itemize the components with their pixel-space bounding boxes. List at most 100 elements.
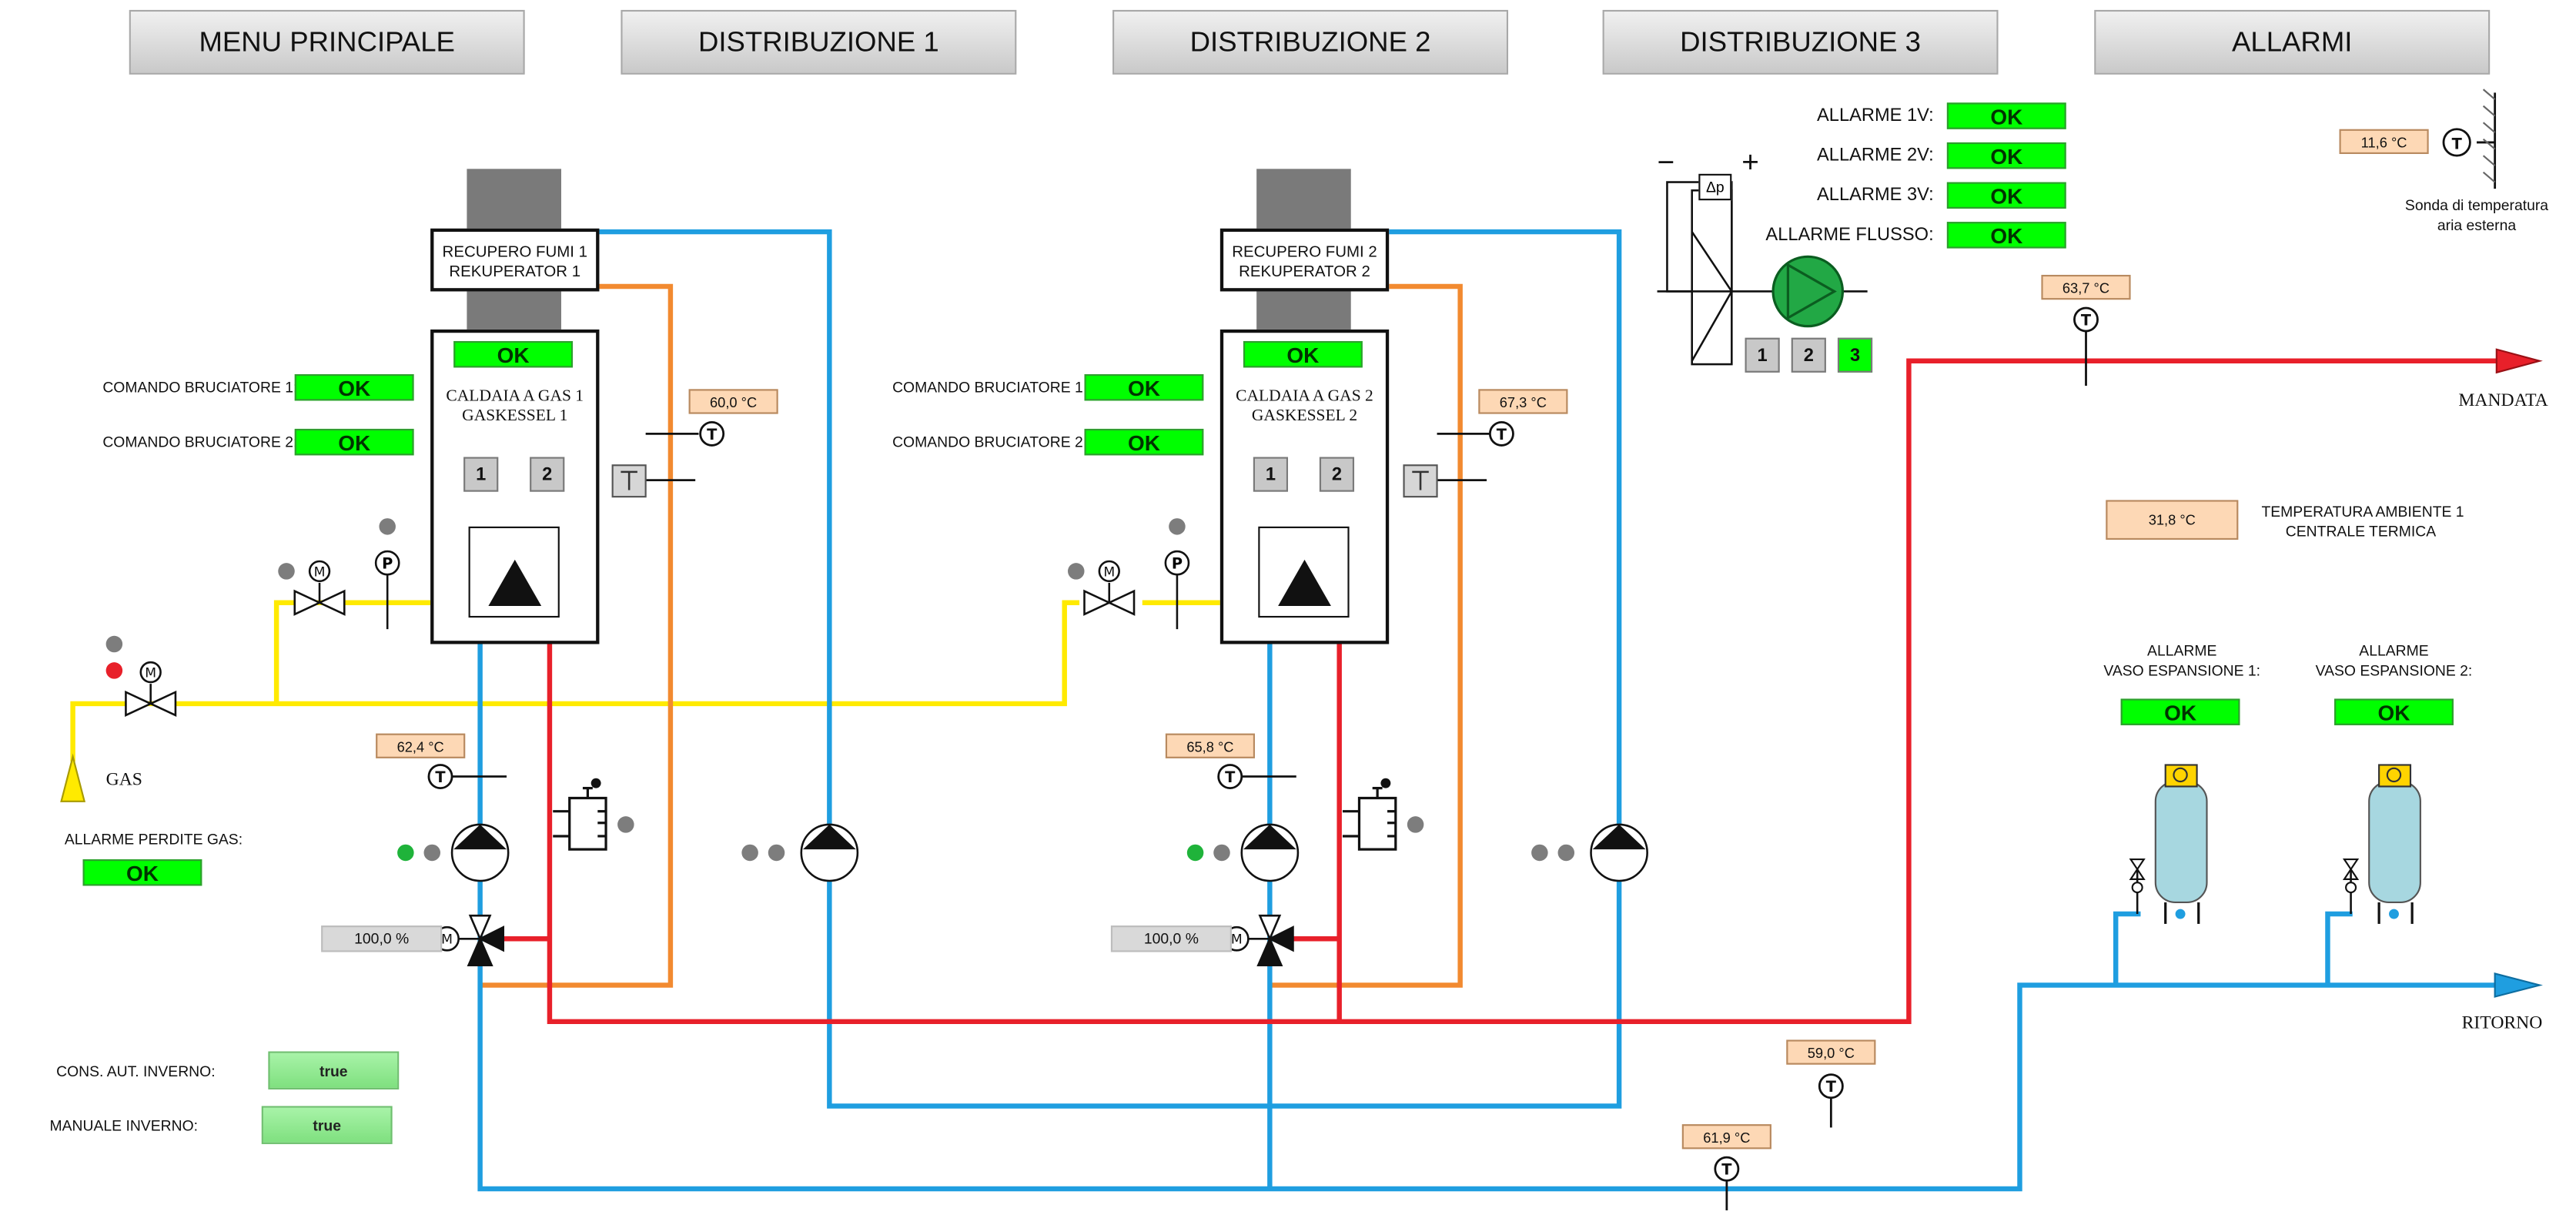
svg-text:T: T <box>2452 136 2463 153</box>
alarm-3v-status: OK <box>1946 182 2066 209</box>
boiler-2-flue-temp[interactable]: 67,3 °C <box>1478 389 1568 414</box>
pump-group-button-2[interactable]: 2 <box>1791 337 1826 373</box>
condensate-neutralizer-icon <box>553 786 1397 851</box>
chimney-2-mid <box>1256 291 1351 330</box>
alarm-1v-label: ALLARME 1V: <box>1817 105 1934 126</box>
gas-label: GAS <box>105 769 142 790</box>
pressure-sensor-icon: P P <box>374 550 1190 630</box>
boiler-1-valve-position[interactable]: 100,0 % <box>321 925 443 952</box>
expansion-vessel-icon <box>2129 764 2421 924</box>
outdoor-label-line1: Sonda di temperatura <box>2404 196 2549 214</box>
boiler-2-stage-2-button[interactable]: 2 <box>1319 457 1355 492</box>
winter-manual-toggle[interactable]: true <box>261 1106 393 1144</box>
boiler-2-name-line2: GASKESSEL 2 <box>1251 407 1358 426</box>
supply-label: MANDATA <box>2458 390 2548 411</box>
chimney-2-top <box>1256 169 1351 230</box>
recuperator-1-label-line1: RECUPERO FUMI 1 <box>442 243 587 262</box>
boiler-1-supply-temp[interactable]: 62,4 °C <box>376 733 466 758</box>
boiler-2-stage-1-button[interactable]: 1 <box>1253 457 1289 492</box>
svg-text:T: T <box>435 768 446 786</box>
alarm-flow-label: ALLARME FLUSSO: <box>1765 225 1934 246</box>
svg-text:M: M <box>1103 564 1115 580</box>
nav-distribuzione-2[interactable]: DISTRIBUZIONE 2 <box>1112 9 1509 75</box>
outdoor-label-line2: aria esterna <box>2437 216 2517 234</box>
boiler-1-stage-1-button[interactable]: 1 <box>463 457 499 492</box>
flame-triangle-icon <box>1278 559 1331 607</box>
vessel-2-label-line1: ALLARME <box>2359 642 2429 659</box>
nav-distribuzione-3[interactable]: DISTRIBUZIONE 3 <box>1602 9 1999 75</box>
winter-auto-label: CONS. AUT. INVERNO: <box>56 1063 216 1080</box>
gas-pipe <box>70 600 1220 762</box>
boiler-2-burner-2-label: COMANDO BRUCIATORE 2: <box>892 433 1088 450</box>
svg-text:M: M <box>1231 932 1243 948</box>
boiler-1-flame-button[interactable] <box>468 526 560 618</box>
wall-hatch <box>2482 89 2496 183</box>
boiler-2-supply-temp[interactable]: 65,8 °C <box>1165 733 1256 758</box>
pump-icon <box>1771 255 1845 328</box>
boiler-1-name-line2: GASKESSEL 1 <box>462 407 568 426</box>
return-temp-b[interactable]: 61,9 °C <box>1681 1124 1771 1150</box>
return-arrow-icon <box>2494 972 2543 998</box>
nav-distribuzione-1[interactable]: DISTRIBUZIONE 1 <box>621 9 1017 75</box>
boiler-2-burner-2-status: OK <box>1084 428 1204 456</box>
svg-text:M: M <box>145 666 156 681</box>
gas-leak-label: ALLARME PERDITE GAS: <box>64 831 243 848</box>
alarm-3v-label: ALLARME 3V: <box>1817 185 1934 206</box>
room-label-line1: TEMPERATURA AMBIENTE 1 <box>2261 503 2464 520</box>
boiler-1-status: OK <box>453 340 574 368</box>
gas-inlet-icon <box>60 753 86 802</box>
boiler-2-flame-button[interactable] <box>1258 526 1350 618</box>
nav-allarmi[interactable]: ALLARMI <box>2094 9 2491 75</box>
svg-text:M: M <box>314 564 326 580</box>
winter-auto-toggle[interactable]: true <box>268 1051 400 1089</box>
boiler-1-burner-1-status: OK <box>294 373 414 401</box>
vessel-2-label-line2: VASO ESPANSIONE 2: <box>2315 662 2473 679</box>
svg-text:T: T <box>1721 1161 1732 1179</box>
supply-pipe <box>503 358 2505 1025</box>
boiler-1-flue-temp[interactable]: 60,0 °C <box>688 389 778 414</box>
vessel-2-status: OK <box>2334 698 2454 725</box>
recuperator-2-label-line2: REKUPERATOR 2 <box>1239 263 1370 282</box>
svg-text:T: T <box>1225 768 1236 786</box>
room-label-line2: CENTRALE TERMICA <box>2285 523 2437 541</box>
temperature-sensor-icon <box>427 128 2471 1182</box>
alarm-2v-label: ALLARME 2V: <box>1817 146 1934 166</box>
differential-pressure-icon: Δp <box>1698 173 1732 201</box>
boiler-1-name-line1: CALDAIA A GAS 1 <box>446 387 584 406</box>
return-temp-a[interactable]: 59,0 °C <box>1786 1039 1876 1065</box>
boiler-1-burner-2-status: OK <box>294 428 414 456</box>
pump-icon <box>450 823 1648 882</box>
recuperator-2[interactable]: RECUPERO FUMI 2 REKUPERATOR 2 <box>1219 228 1390 292</box>
pump-group-button-1[interactable]: 1 <box>1745 337 1780 373</box>
boiler-2-valve-position[interactable]: 100,0 % <box>1110 925 1232 952</box>
recuperator-1[interactable]: RECUPERO FUMI 1 REKUPERATOR 1 <box>430 228 600 292</box>
outdoor-temp[interactable]: 11,6 °C <box>2339 129 2429 154</box>
room-temp[interactable]: 31,8 °C <box>2106 500 2239 541</box>
nav-menu-principale[interactable]: MENU PRINCIPALE <box>129 9 525 75</box>
chimney-1-mid <box>467 291 561 330</box>
svg-text:T: T <box>707 426 718 443</box>
boiler-2-burner-1-label: COMANDO BRUCIATORE 1: <box>892 379 1088 396</box>
winter-manual-label: MANUALE INVERNO: <box>49 1117 199 1135</box>
boiler-1-burner-1-label: COMANDO BRUCIATORE 1: <box>102 379 298 396</box>
boiler-1-burner-2-label: COMANDO BRUCIATORE 2: <box>102 433 298 450</box>
vessel-1-label-line2: VASO ESPANSIONE 1: <box>2103 662 2261 679</box>
pressure-minus-icon: − <box>1657 146 1675 179</box>
boiler-2-status: OK <box>1243 340 1363 368</box>
motor-valve-icon <box>125 560 1136 717</box>
flue-recovery-pipe <box>481 283 1463 988</box>
alarm-flow-status: OK <box>1946 222 2066 249</box>
gas-leak-status: OK <box>82 859 202 886</box>
pump-group-button-3[interactable]: 3 <box>1837 337 1873 373</box>
supply-temp[interactable]: 63,7 °C <box>2041 274 2131 300</box>
pressure-plus-icon: + <box>1741 146 1759 179</box>
supply-arrow-icon <box>2495 348 2543 374</box>
svg-text:P: P <box>1172 555 1183 573</box>
svg-text:T: T <box>1497 426 1507 443</box>
status-lamp-icon <box>105 518 1575 862</box>
svg-text:T: T <box>1826 1078 1837 1096</box>
boiler-1-stage-2-button[interactable]: 2 <box>530 457 565 492</box>
boiler-2-name-line1: CALDAIA A GAS 2 <box>1236 387 1373 406</box>
vessel-1-label-line1: ALLARME <box>2147 642 2217 659</box>
